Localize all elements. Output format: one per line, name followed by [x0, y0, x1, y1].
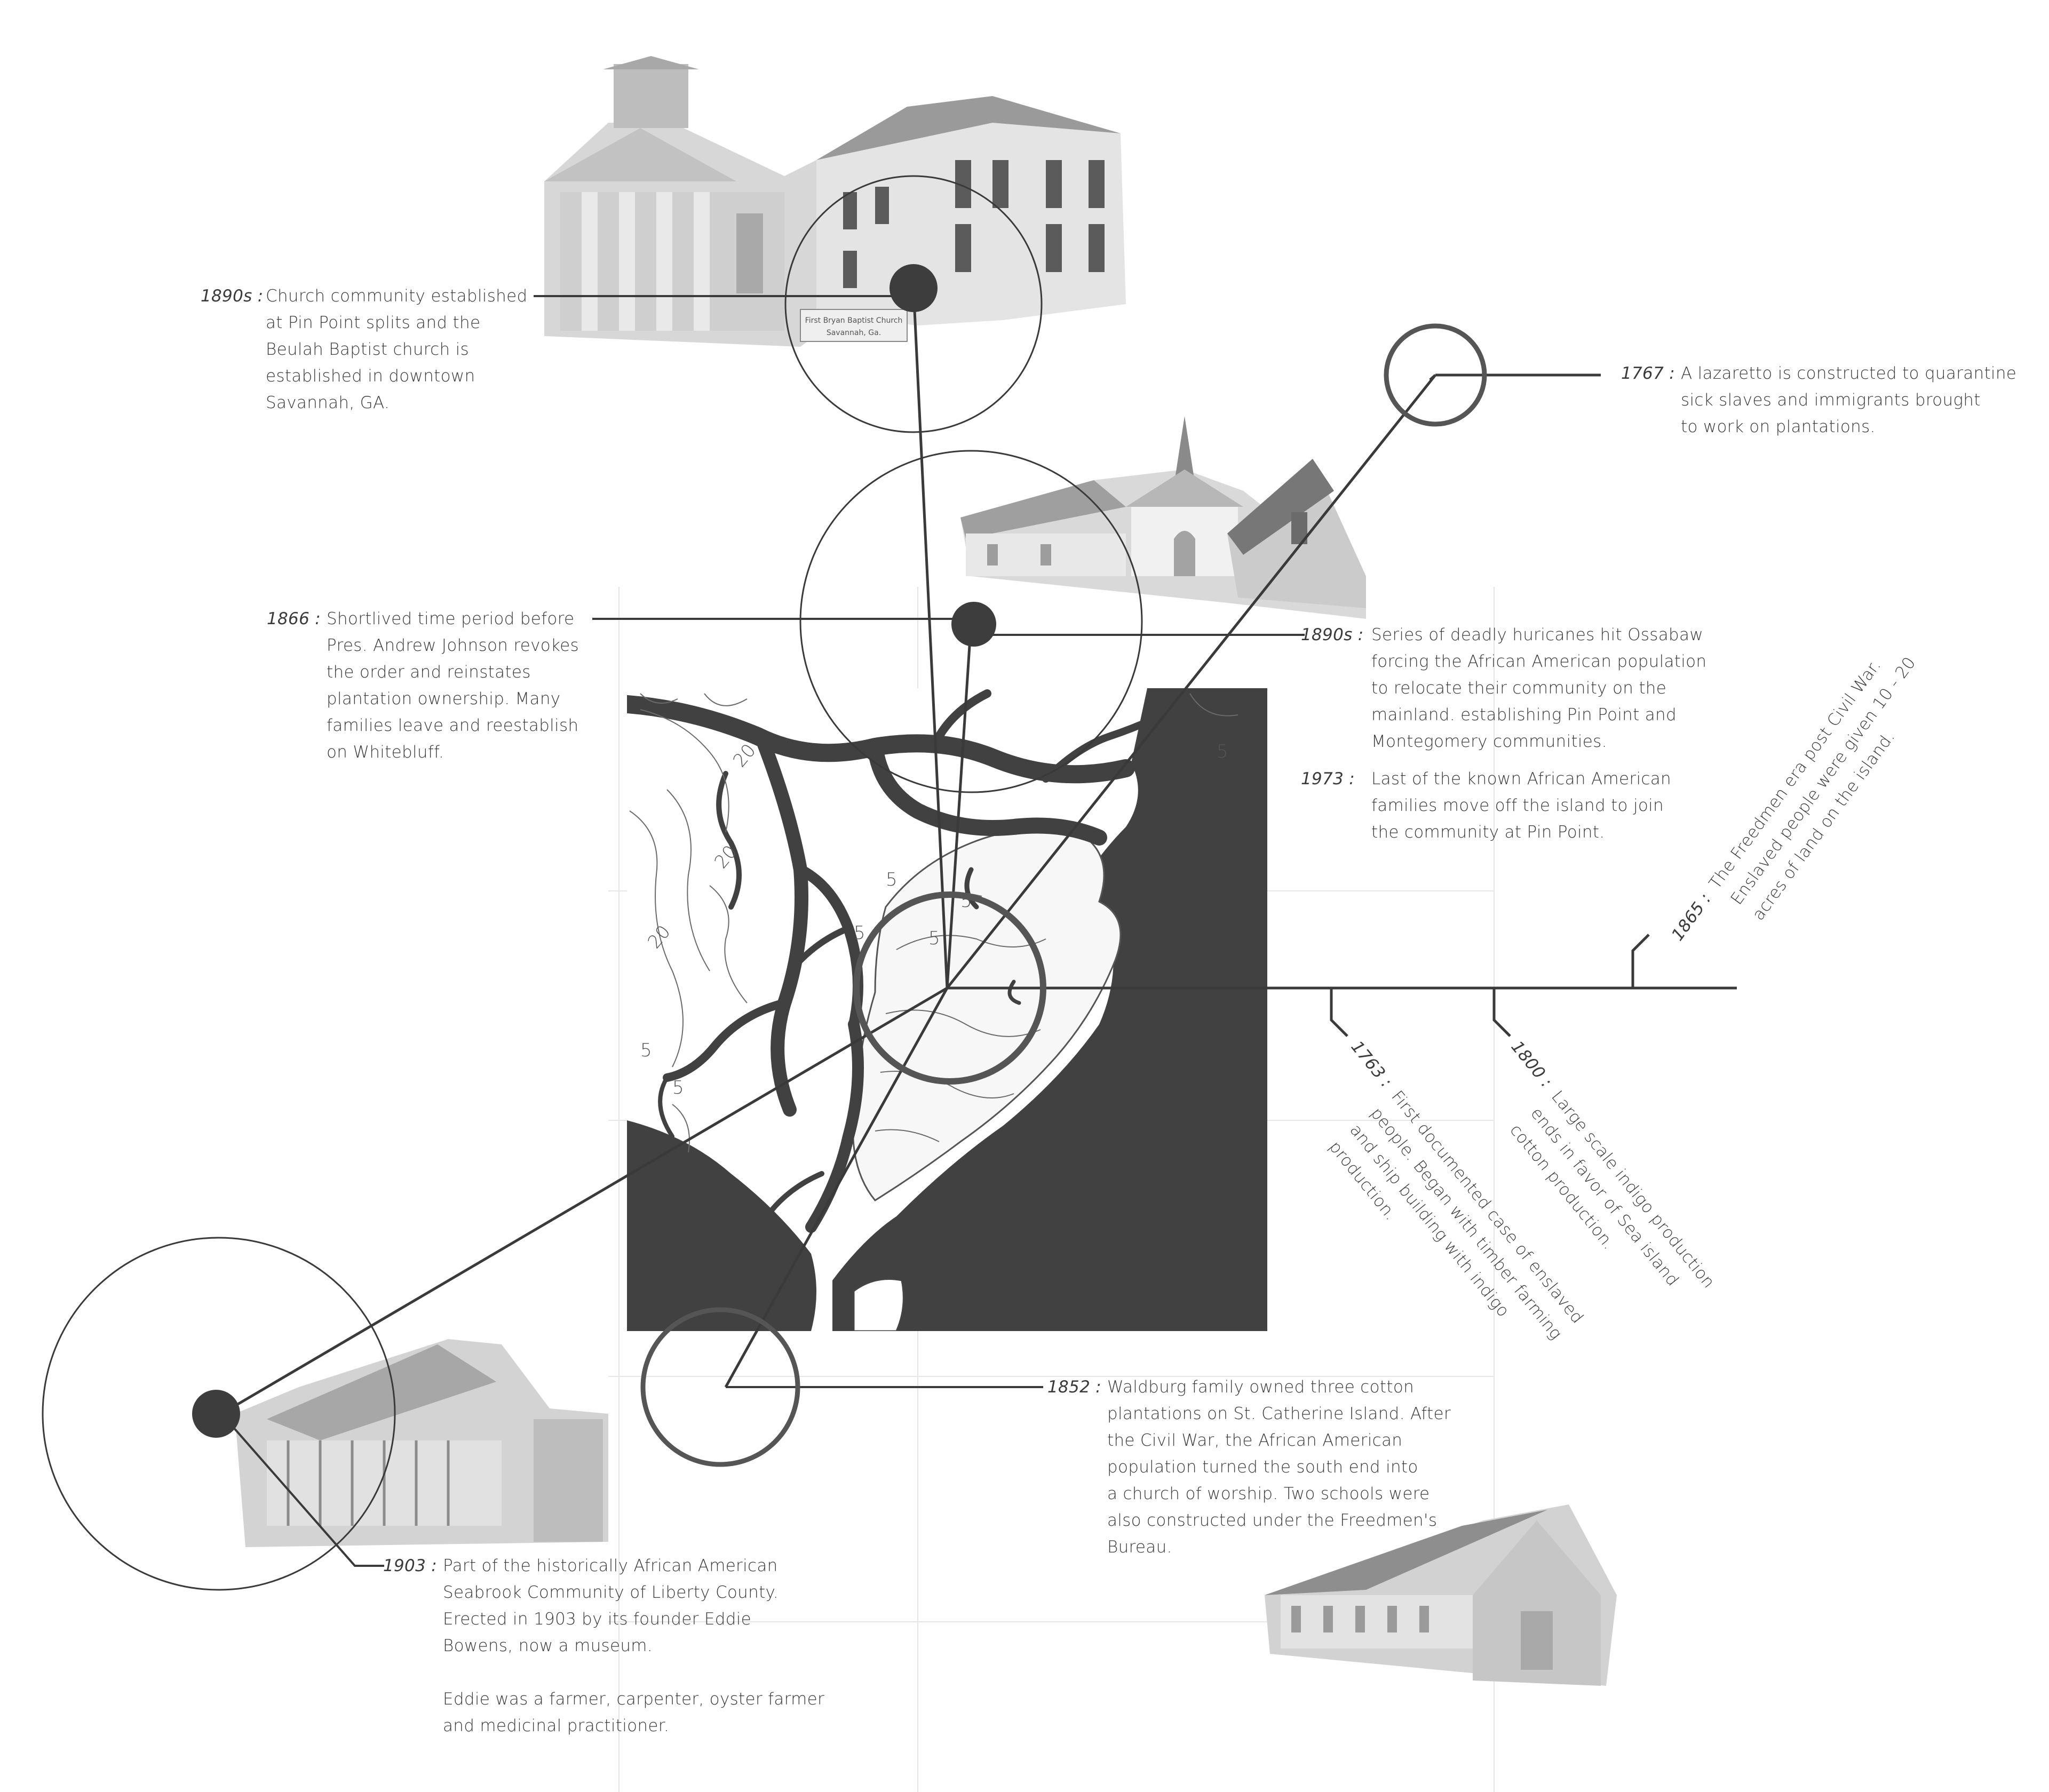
event-separator: : — [1377, 1074, 1396, 1092]
event-separator: : — [1696, 889, 1716, 906]
photo-caption: First Bryan Baptist Church — [805, 316, 903, 325]
island-map: 20 20 20 5 5 5 5 5 5 5 — [627, 688, 1267, 1331]
event-text: Shortlived time period before Pres. Andr… — [327, 609, 579, 762]
event-1890s-hurricanes: 1890s : Series of deadly huricanes hit O… — [1301, 622, 1745, 755]
focus-circles — [42, 175, 1487, 1591]
connector-lines — [220, 288, 1737, 1567]
contour-label: 5 — [1217, 741, 1228, 762]
event-separator: : — [1357, 625, 1364, 644]
focus-dots — [192, 264, 996, 1438]
event-separator: : — [257, 286, 264, 306]
event-year: 1866 — [267, 609, 310, 628]
event-separator: : — [431, 1556, 437, 1575]
contour-label: 5 — [854, 922, 865, 944]
contour-label: 5 — [672, 1077, 684, 1098]
contour-label: 5 — [640, 1040, 652, 1061]
event-text: Last of the known African American famil… — [1371, 769, 1671, 842]
event-year: 1767 — [1621, 364, 1664, 383]
contour-label: 5 — [928, 928, 940, 949]
ocean-water — [832, 688, 1267, 1331]
event-1903: 1903 : Part of the historically African … — [383, 1552, 848, 1739]
event-separator: : — [315, 609, 321, 628]
event-text: A lazaretto is constructed to quarantine… — [1681, 364, 2017, 436]
event-year: 1852 — [1047, 1377, 1091, 1397]
event-separator: : — [1349, 769, 1355, 789]
event-separator: : — [1669, 364, 1675, 383]
event-1973: 1973 : Last of the known African America… — [1301, 766, 1745, 846]
event-text: Series of deadly huricanes hit Ossabaw f… — [1371, 625, 1707, 751]
event-year: 1890s — [201, 286, 252, 306]
event-separator: : — [1537, 1074, 1556, 1092]
first-bryan-baptist-church-photo: First Bryan Baptist Church Savannah, Ga. — [544, 56, 1126, 347]
event-separator: : — [1095, 1377, 1101, 1397]
event-1890s-church: 1890s : Church community established at … — [201, 283, 543, 416]
photo-caption-city: Savannah, Ga. — [827, 329, 881, 337]
event-1852: 1852 : Waldburg family owned three cotto… — [1047, 1374, 1481, 1560]
event-text: Waldburg family owned three cotton plant… — [1107, 1377, 1451, 1557]
event-text: Part of the historically African America… — [443, 1556, 824, 1735]
event-year: 1890s — [1301, 625, 1353, 644]
pin-point-church-photo — [960, 416, 1366, 619]
event-1767: 1767 : A lazaretto is constructed to qua… — [1621, 360, 2022, 440]
contour-label: 5 — [886, 869, 898, 890]
event-text: Church community established at Pin Poin… — [266, 286, 528, 412]
event-year: 1903 — [383, 1556, 426, 1575]
event-1866: 1866 : Shortlived time period before Pre… — [267, 606, 604, 766]
freedmens-school-photo — [1265, 1504, 1617, 1686]
event-year: 1973 — [1301, 769, 1344, 789]
bowens-cabin-photo — [235, 1339, 608, 1547]
